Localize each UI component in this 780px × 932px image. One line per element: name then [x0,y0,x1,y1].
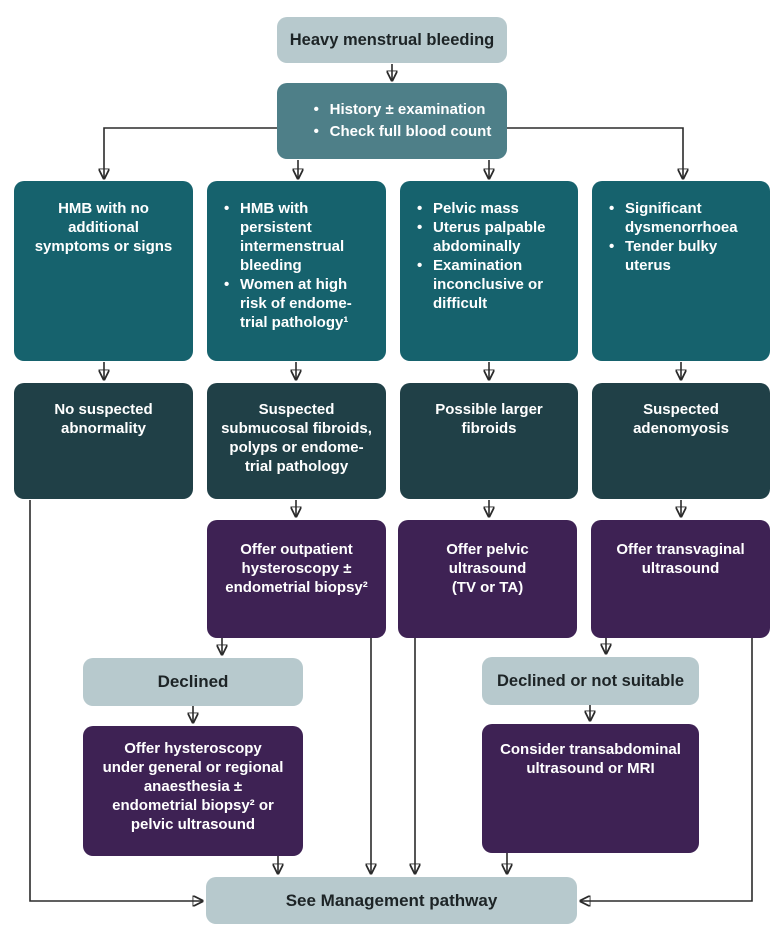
presentation-node-1: HMB with no additional symptoms or signs [14,181,193,361]
suspicion-text: Suspected submucosal fibroids, polyps or… [221,401,372,476]
action-text: Offer transvaginal ultrasound [616,541,745,578]
action-text: Offer outpatient hysteroscopy ± endometr… [225,541,368,597]
presentation-node-3: Pelvic mass Uterus palpable abdominally … [400,181,578,361]
start-node: Heavy menstrual bleeding [277,17,507,63]
not-suitable-label: Declined or not suitable [496,671,685,690]
declined-action-node: Offer hysteroscopy under general or regi… [83,726,303,856]
presentation-node-4: Significant dysmenorrhoea Tender bulky u… [592,181,770,361]
triage-item: Check full blood count [313,121,492,143]
triage-node: History ± examination Check full blood c… [277,83,507,159]
suspicion-text: No suspected abnormality [54,401,153,438]
suspicion-text: Suspected adenomyosis [633,401,729,438]
presentation-bullet-list: HMB with persistent intermenstrual bleed… [223,199,378,332]
start-label: Heavy menstrual bleeding [289,30,495,49]
suspicion-text: Possible larger fibroids [435,401,543,438]
presentation-item: Examination inconclusive or difficult [416,256,570,313]
presentation-item: Significant dysmenorrhoea [608,199,762,237]
action-node-pelvic-ultrasound: Offer pelvic ultrasound (TV or TA) [398,520,577,638]
not-suitable-action-node: Consider transabdominal ultrasound or MR… [482,724,699,853]
end-node: See Management pathway [206,877,577,924]
presentation-item: HMB with persistent intermenstrual bleed… [223,199,378,275]
action-text: Offer pelvic ultrasound (TV or TA) [446,541,529,597]
end-label: See Management pathway [285,890,498,910]
suspicion-node-1: No suspected abnormality [14,383,193,499]
suspicion-node-4: Suspected adenomyosis [592,383,770,499]
connector-triage-presentation-4 [507,127,683,178]
declined-label: Declined [157,672,229,691]
triage-item: History ± examination [313,99,492,121]
action-node-hysteroscopy: Offer outpatient hysteroscopy ± endometr… [207,520,386,638]
suspicion-node-2: Suspected submucosal fibroids, polyps or… [207,383,386,499]
triage-bullet-list: History ± examination Check full blood c… [313,99,492,143]
declined-node: Declined [83,658,303,706]
presentation-bullet-list: Pelvic mass Uterus palpable abdominally … [416,199,570,313]
suspicion-node-3: Possible larger fibroids [400,383,578,499]
presentation-node-2: HMB with persistent intermenstrual bleed… [207,181,386,361]
connector-triage-presentation-1 [104,127,277,178]
presentation-item: Tender bulky uterus [608,237,762,275]
presentation-item: Pelvic mass [416,199,570,218]
presentation-item: Uterus palpable abdominally [416,218,570,256]
presentation-bullet-list: Significant dysmenorrhoea Tender bulky u… [608,199,762,275]
declined-action-text: Offer hysteroscopy under general or regi… [102,740,284,834]
action-node-transvaginal-ultrasound: Offer transvaginal ultrasound [591,520,770,638]
presentation-text: HMB with no additional symptoms or signs [34,200,173,256]
not-suitable-node: Declined or not suitable [482,657,699,705]
presentation-item: Women at high risk of endome- trial path… [223,275,378,332]
not-suitable-action-text: Consider transabdominal ultrasound or MR… [500,741,681,778]
